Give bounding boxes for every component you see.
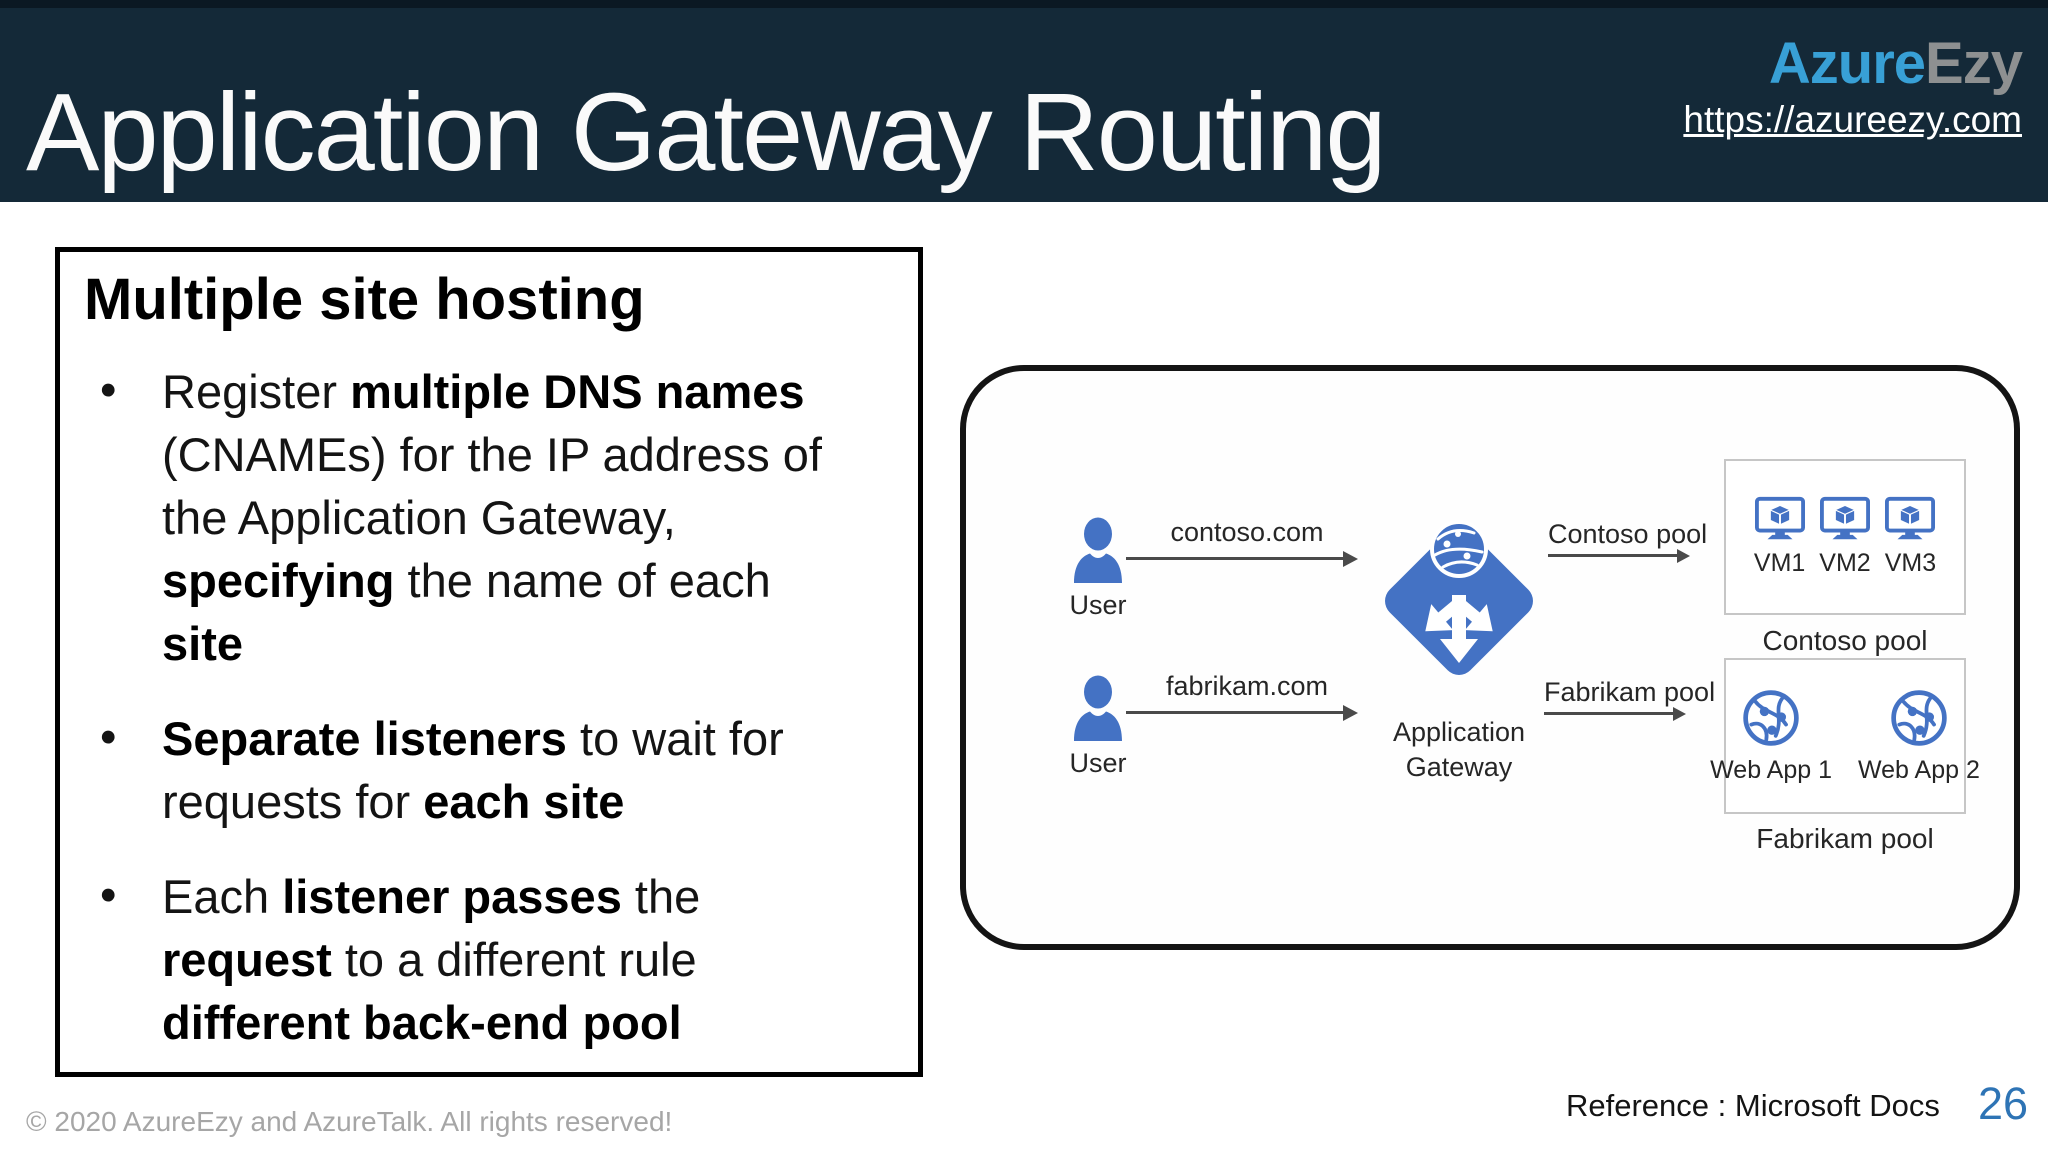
user-icon	[1070, 517, 1126, 587]
pool-arrow-label: Contoso pool	[1548, 519, 1708, 549]
vm-icon	[1820, 496, 1870, 546]
brand-block: AzureEzy https://azureezy.com	[1683, 31, 2023, 141]
content-box: Multiple site hosting Register multiple …	[55, 247, 923, 1077]
pool-flow-fabrikam: Fabrikam pool	[1544, 677, 1716, 721]
vm-cell: VM2	[1819, 496, 1871, 578]
pool-arrow-contoso	[1548, 549, 1690, 563]
contoso-pool-caption: Contoso pool	[1762, 625, 1928, 656]
page-number: 26	[1978, 1078, 2029, 1129]
copyright-text: © 2020 AzureEzy and AzureTalk. All right…	[26, 1106, 673, 1137]
page-title: Application Gateway Routing	[26, 71, 1386, 194]
vm-label: VM2	[1819, 549, 1871, 577]
user-label: User	[1069, 590, 1127, 620]
vm-icon	[1754, 496, 1805, 546]
brand-ezy-text: Ezy	[1925, 31, 2023, 96]
fabrikam-pool-box: Web App 1 Web App 2	[1710, 658, 1980, 814]
vm-cell: VM3	[1885, 496, 1936, 578]
bullet-list: Register multiple DNS names(CNAMEs) for …	[84, 359, 894, 1055]
vm-label: VM1	[1753, 549, 1806, 577]
web-app-cell: Web App 1	[1710, 687, 1832, 785]
web-app-label: Web App 1	[1710, 756, 1832, 784]
contoso-pool-box: VM1 VM2 VM3	[1724, 459, 1966, 615]
user-icon	[1070, 675, 1126, 745]
web-app-icon	[1888, 690, 1950, 753]
web-app-label: Web App 2	[1858, 756, 1980, 784]
request-arrow-fabrikam	[1126, 705, 1358, 721]
vm-icon	[1885, 496, 1936, 546]
user-node-fabrikam: User	[1050, 675, 1146, 779]
web-app-cell: Web App 2	[1858, 687, 1980, 785]
web-app-icon	[1740, 690, 1802, 753]
pool-flow-contoso: Contoso pool	[1548, 519, 1708, 563]
brand-url-link[interactable]: https://azureezy.com	[1683, 98, 2022, 140]
application-gateway-icon	[1374, 511, 1544, 708]
vm-label: VM3	[1884, 549, 1937, 577]
fabrikam-pool-caption: Fabrikam pool	[1756, 823, 1934, 854]
user-label: User	[1069, 748, 1127, 778]
pool-arrow-label: Fabrikam pool	[1544, 677, 1716, 707]
diagram-frame: User contoso.com User fabrikam.com	[960, 365, 2020, 950]
brand-azure-text: Azure	[1768, 31, 1926, 96]
bullet-item: Register multiple DNS names(CNAMEs) for …	[84, 359, 894, 676]
application-gateway-label: Application Gateway	[1392, 717, 1526, 783]
brand-logo: AzureEzy	[1683, 31, 2023, 96]
domain-label-contoso: contoso.com	[1170, 517, 1324, 547]
domain-label-fabrikam: fabrikam.com	[1165, 671, 1329, 701]
request-arrow-contoso	[1126, 551, 1358, 567]
user-node-contoso: User	[1050, 517, 1146, 621]
header-bar: Application Gateway Routing AzureEzy htt…	[0, 0, 2048, 202]
vm-cell: VM1	[1754, 496, 1805, 578]
pool-arrow-fabrikam	[1544, 707, 1686, 721]
reference-text: Reference : Microsoft Docs	[1566, 1088, 1940, 1123]
content-heading: Multiple site hosting	[84, 267, 645, 332]
